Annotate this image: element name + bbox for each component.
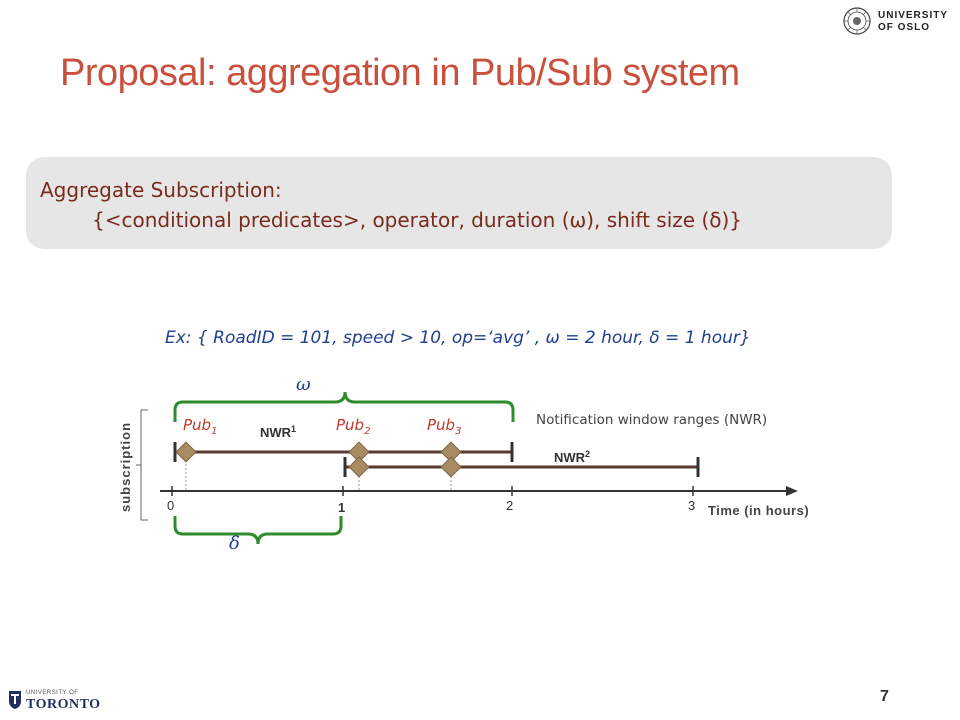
tick-label-0: 0 bbox=[167, 498, 174, 513]
pub3-label: Pub3 bbox=[427, 416, 461, 437]
pub1-diamond bbox=[175, 441, 197, 463]
pub3-nwr2-diamond bbox=[440, 456, 462, 478]
y-axis-label: subscription bbox=[118, 422, 133, 512]
aggregate-subscription-heading: Aggregate Subscription: bbox=[40, 178, 282, 202]
uoft-crest-icon bbox=[9, 691, 21, 709]
delta-brace bbox=[173, 516, 343, 545]
omega-label: ω bbox=[296, 374, 311, 395]
omega-brace bbox=[173, 391, 515, 422]
nwr-description: Notification window ranges (NWR) bbox=[536, 412, 767, 428]
university-of-oslo-logo: UNIVERSITY OF OSLO bbox=[842, 6, 954, 40]
delta-label: δ bbox=[229, 533, 240, 554]
uoft-big-text: TORONTO bbox=[26, 697, 101, 712]
nwr1-label: NWR1 bbox=[260, 424, 296, 440]
x-axis-label: Time (in hours) bbox=[708, 503, 809, 518]
uoft-small-text: UNIVERSITY OF bbox=[26, 690, 79, 696]
time-axis-arrow-icon bbox=[786, 486, 798, 496]
pub2-nwr1-diamond bbox=[348, 441, 370, 463]
tick-label-1: 1 bbox=[338, 500, 345, 515]
y-axis-bracket bbox=[140, 409, 148, 521]
pub2-label: Pub2 bbox=[336, 416, 370, 437]
tick-label-2: 2 bbox=[506, 498, 513, 513]
page-number: 7 bbox=[880, 688, 889, 705]
university-of-toronto-logo: UNIVERSITY OF TORONTO bbox=[6, 686, 100, 716]
pub2-nwr2-diamond bbox=[348, 456, 370, 478]
slide-title: Proposal: aggregation in Pub/Sub system bbox=[60, 52, 740, 94]
uio-logo-text: UNIVERSITY OF OSLO bbox=[878, 10, 949, 33]
aggregate-subscription-format: {<conditional predicates>, operator, dur… bbox=[92, 208, 743, 232]
pub1-label: Pub1 bbox=[183, 416, 217, 437]
nwr2-label: NWR2 bbox=[554, 449, 590, 465]
pub3-nwr1-diamond bbox=[440, 441, 462, 463]
uio-seal-icon bbox=[843, 7, 871, 35]
tick-label-3: 3 bbox=[688, 498, 695, 513]
example-subscription: Ex: { RoadID = 101, speed > 10, op=‘avg’… bbox=[165, 328, 751, 348]
aggregate-subscription-box bbox=[26, 157, 892, 249]
